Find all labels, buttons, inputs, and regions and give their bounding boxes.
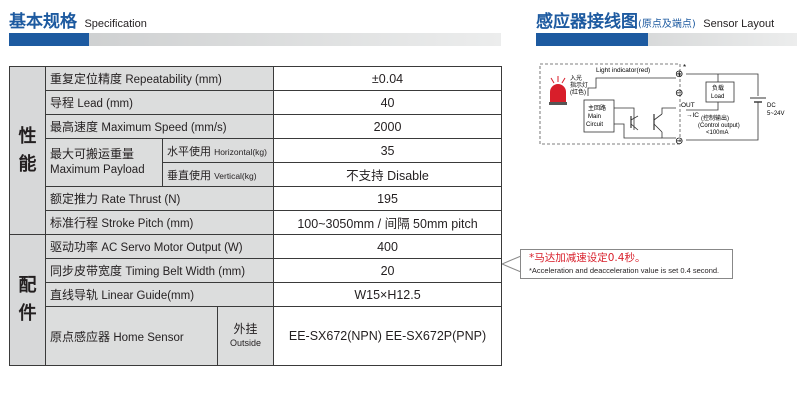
spec-title-cn: 基本规格 [9, 12, 77, 32]
svg-text:指示灯: 指示灯 [570, 81, 588, 89]
sensor-header: 感应器接线图(原点及端点) Sensor Layout [536, 7, 774, 32]
table-row: 直线导轨 Linear Guide(mm) W15×H12.5 [10, 282, 503, 307]
minus-terminal-mid: ⊖ [675, 88, 683, 99]
main-circuit-box [583, 99, 615, 133]
sensor-title-cn: 感应器接线图 [536, 12, 638, 32]
group-accessories: 配 件 [9, 234, 46, 366]
note-cn: *马达加减速设定0.4秒。 [529, 252, 646, 264]
table-row: 标准行程 Stroke Pitch (mm) 100~3050mm / 间隔 5… [10, 210, 503, 235]
sensor-wiring-diagram: 入光 指示灯 (红色) Light indicator(red) 主回路 Mai… [539, 63, 785, 147]
spec-header-bar [9, 33, 501, 46]
table-row: 性 能 重复定位精度 Repeatability (mm) ±0.04 [9, 66, 503, 235]
label-repeatability: 重复定位精度 Repeatability (mm) [44, 66, 275, 91]
label-belt: 同步皮带宽度 Timing Belt Width (mm) [44, 258, 275, 283]
svg-text:Load: Load [711, 94, 724, 100]
spec-table: 性 能 重复定位精度 Repeatability (mm) ±0.04 导程 L… [9, 66, 503, 366]
table-row: 额定推力 Rate Thrust (N) 195 [10, 186, 503, 211]
svg-text:5~24V: 5~24V [767, 111, 785, 117]
svg-text:负载: 负载 [712, 84, 724, 92]
svg-text:<100mA: <100mA [706, 130, 729, 136]
label-stroke: 标准行程 Stroke Pitch (mm) [44, 210, 275, 235]
sensor-title-en: Sensor Layout [703, 18, 775, 30]
group-performance: 性 能 [9, 66, 46, 235]
indicator-lamp-icon [549, 76, 567, 105]
value-home-sensor: EE-SX672(NPN) EE-SX672P(PNP) [273, 306, 503, 366]
label-horizontal: 水平使用 Horizontal(kg) [161, 138, 275, 163]
label-guide: 直线导轨 Linear Guide(mm) [44, 282, 275, 307]
value-lead: 40 [273, 90, 503, 115]
svg-text:*: * [683, 63, 686, 72]
svg-text:(控制输出): (控制输出) [701, 114, 729, 122]
svg-text:入光: 入光 [570, 74, 582, 82]
label-home-sensor: 原点感应器 Home Sensor [45, 306, 218, 366]
svg-text:Main: Main [588, 114, 601, 120]
svg-text:→IC: →IC [686, 112, 699, 119]
note-en: *Acceleration and deacceleration value i… [529, 266, 720, 275]
light-indicator-label: Light indicator(red) [596, 67, 650, 74]
svg-text:DC: DC [767, 103, 776, 109]
table-row: 最高速度 Maximum Speed (mm/s) 2000 [10, 114, 503, 139]
svg-text:OUT: OUT [681, 102, 695, 109]
value-repeatability: ±0.04 [273, 66, 503, 91]
sensor-title-sub: (原点及端点) [638, 19, 696, 30]
callout-pointer [502, 255, 522, 273]
svg-text:(红色): (红色) [570, 88, 586, 96]
label-vertical: 垂直使用 Vertical(kg) [161, 162, 275, 187]
label-thrust: 额定推力 Rate Thrust (N) [44, 186, 275, 211]
svg-text:主回路: 主回路 [588, 104, 606, 112]
sensor-header-bar [536, 33, 797, 46]
load-box [705, 81, 735, 103]
svg-text:Circuit: Circuit [586, 122, 603, 128]
value-speed: 2000 [273, 114, 503, 139]
table-row: 同步皮带宽度 Timing Belt Width (mm) 20 [10, 258, 503, 283]
table-row: 配 件 驱动功率 AC Servo Motor Output (W) 400 [9, 234, 503, 366]
spec-title-en: Specification [84, 18, 147, 30]
value-belt: 20 [273, 258, 503, 283]
minus-terminal-bottom: ⊖ [675, 136, 683, 147]
label-lead: 导程 Lead (mm) [44, 90, 275, 115]
label-motor: 驱动功率 AC Servo Motor Output (W) [44, 234, 275, 259]
value-stroke: 100~3050mm / 间隔 50mm pitch [273, 210, 503, 235]
label-speed: 最高速度 Maximum Speed (mm/s) [44, 114, 275, 139]
acceleration-note: *马达加减速设定0.4秒。 *Acceleration and deaccele… [520, 249, 733, 279]
table-row: 导程 Lead (mm) 40 [10, 90, 503, 115]
value-guide: W15×H12.5 [273, 282, 503, 307]
value-thrust: 195 [273, 186, 503, 211]
value-vertical: 不支持 Disable [273, 162, 503, 187]
value-motor: 400 [273, 234, 503, 259]
value-horizontal: 35 [273, 138, 503, 163]
spec-header: 基本规格 Specification [9, 7, 147, 32]
plus-terminal: ⊕ [675, 69, 683, 80]
svg-text:(Control output): (Control output) [698, 123, 740, 129]
